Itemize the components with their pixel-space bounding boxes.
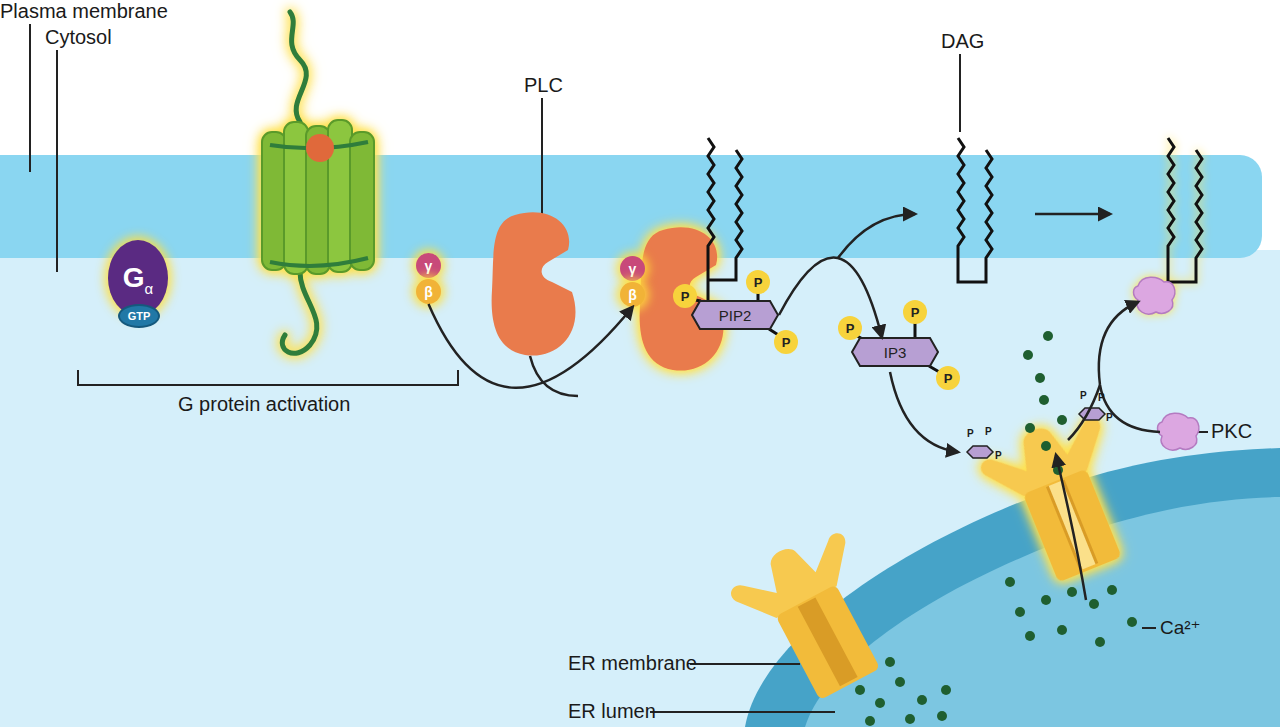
node-text: α <box>145 281 154 296</box>
phosphate-circle: P <box>903 300 927 324</box>
arrow-connector <box>779 258 882 337</box>
ip3-receptor-open <box>975 406 1149 593</box>
enzyme-label: PKC <box>1211 420 1252 443</box>
ip3-bonds <box>853 322 941 373</box>
calcium-ions <box>855 331 1137 726</box>
phosphate-label: P <box>1080 390 1087 402</box>
node-text: β <box>628 288 637 302</box>
dag-lipid <box>958 138 992 282</box>
node-text: GTP <box>128 311 151 322</box>
ip3-receptor-closed <box>723 521 906 714</box>
enzyme-label: PLC <box>524 74 563 97</box>
dag-pkc-complex <box>1134 138 1203 314</box>
ion-label: Ca²⁺ <box>1160 617 1201 639</box>
beta-subunit: β <box>416 279 441 304</box>
bracket-label: G protein activation <box>178 393 350 416</box>
hexagon-shape <box>852 338 938 366</box>
node-text: β <box>424 285 433 299</box>
molecule-label: DAG <box>941 30 984 53</box>
pip2-hexagon: PIP2 <box>691 300 779 330</box>
gamma-subunit: γ <box>416 253 441 278</box>
node-text: P <box>782 336 791 349</box>
node-text: P <box>754 276 763 289</box>
arrow <box>838 214 915 258</box>
phosphate-circle: P <box>774 330 798 354</box>
phosphate-circle: P <box>746 270 770 294</box>
node-text: P <box>681 290 690 303</box>
arrow <box>1035 213 1110 216</box>
gpcr-receptor <box>262 12 374 353</box>
phosphate-label: P <box>995 450 1002 462</box>
plc-enzyme <box>492 212 576 355</box>
node-text: γ <box>425 259 433 273</box>
phosphate-circle: P <box>838 316 862 340</box>
leader-lines <box>30 24 1208 712</box>
plc-enzyme-bound <box>640 227 724 370</box>
node-text: IP3 <box>884 345 907 360</box>
node-text: PIP2 <box>719 308 752 323</box>
bound-ip3 <box>967 408 1105 458</box>
node-text: P <box>911 306 920 319</box>
arrow-connector <box>429 304 633 388</box>
er-membrane-label: ER membrane <box>568 652 697 675</box>
ip3-hexagon: IP3 <box>851 337 939 367</box>
hexagon-shape <box>692 301 778 329</box>
node-text: γ <box>629 262 637 276</box>
region-label: Cytosol <box>45 26 112 49</box>
phosphate-label: P <box>985 426 992 438</box>
node-text: P <box>846 322 855 335</box>
node-text: P <box>944 372 953 385</box>
phosphate-label: P <box>967 428 974 440</box>
plasma-membrane <box>0 155 1262 258</box>
phosphate-circle: P <box>936 366 960 390</box>
phosphate-label: P <box>1106 412 1113 424</box>
gamma-subunit: γ <box>620 256 645 281</box>
bracket <box>78 370 458 385</box>
node-text: G <box>123 264 145 292</box>
phosphate-label: P <box>1098 392 1105 404</box>
beta-subunit: β <box>620 282 645 307</box>
membrane-label: Plasma membrane <box>0 0 168 23</box>
er-lumen-label: ER lumen <box>568 700 656 723</box>
pkc-enzyme <box>1158 413 1199 450</box>
gtp-marker: GTP <box>118 304 160 328</box>
pip2-lipid <box>689 138 780 336</box>
merge-line <box>530 356 578 396</box>
g-alpha-subunit: GαGTP <box>108 240 168 316</box>
phosphate-circle: P <box>673 284 697 308</box>
